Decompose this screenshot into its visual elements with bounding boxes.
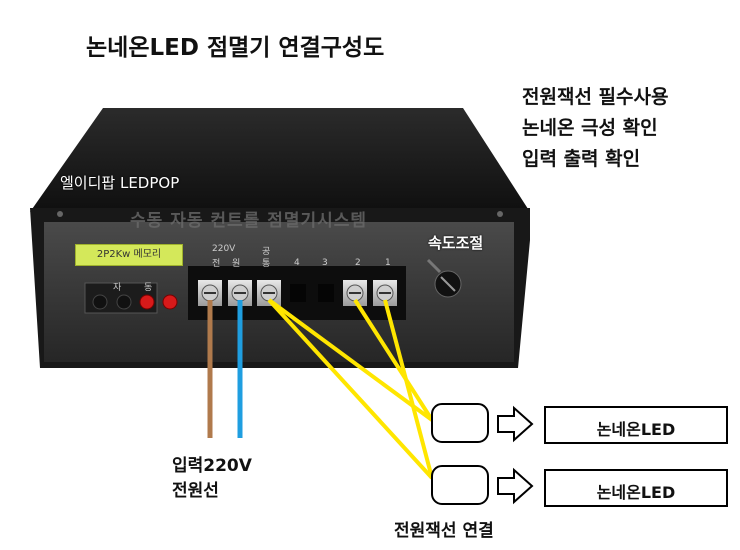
terminal-label-common: 공: [262, 247, 271, 257]
output-box: [544, 406, 728, 444]
arrow-right-icon: [497, 405, 534, 443]
output-label: 논네온LED: [596, 420, 676, 439]
terminal-sub-label: 원: [232, 259, 241, 269]
screw-icon: [57, 211, 63, 217]
red-led-icon: [139, 294, 155, 310]
terminal-sub-label: 통: [262, 259, 271, 269]
terminal-number: 2: [355, 258, 361, 268]
switch-label: 동: [144, 283, 153, 293]
input-power-line2: 전원선: [172, 481, 219, 501]
terminal-label-220v: 220V: [212, 244, 236, 254]
wires-yellow: [267, 298, 434, 480]
note-polarity: 논네온 극성 확인: [522, 117, 658, 139]
red-led-icon: [162, 294, 178, 310]
terminal-number: 1: [385, 258, 391, 268]
note-jack-required: 전원잭선 필수사용: [522, 86, 669, 108]
speed-label: 속도조절: [428, 234, 484, 252]
push-button: [116, 294, 132, 310]
wiring-label: 전원잭선 연결: [394, 521, 494, 541]
push-button: [92, 294, 108, 310]
panel-title: 수동 자동 컨트롤 점멸기시스템: [130, 211, 368, 231]
output-label: 논네온LED: [596, 483, 676, 502]
input-power-label: 입력220V 전원선: [172, 454, 252, 504]
screw-icon: [497, 211, 503, 217]
terminal-number: 4: [294, 258, 300, 268]
case-top: [30, 108, 530, 212]
terminal-sub-label: 전: [212, 259, 221, 269]
input-power-line1: 입력220V: [172, 456, 252, 476]
connector-box: [431, 465, 489, 505]
connector-box: [431, 403, 489, 443]
arrow-right-icon: [497, 467, 534, 505]
chip-label: 2P2Kw 메모리: [75, 244, 183, 266]
notes: 전원잭선 필수사용 논네온 극성 확인 입력 출력 확인: [522, 82, 668, 175]
output-box: [544, 469, 728, 507]
brand-label: 엘이디팝 LEDPOP: [60, 174, 180, 192]
terminal-number: 3: [322, 258, 328, 268]
switch-label: 자: [113, 283, 122, 293]
note-io: 입력 출력 확인: [522, 148, 641, 170]
diagram-title: 논네온LED 점멸기 연결구성도: [86, 35, 385, 61]
